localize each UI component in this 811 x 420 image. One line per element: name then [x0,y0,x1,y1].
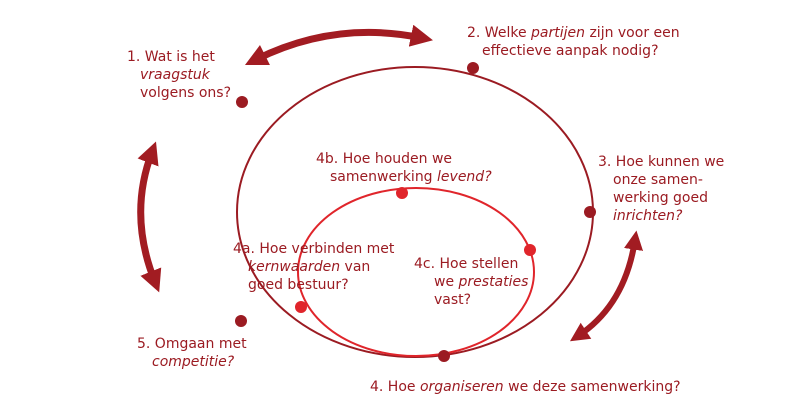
arrow-top [244,24,433,66]
node-q4c [524,244,536,256]
label-q5: 5. Omgaan met competitie? [137,335,247,371]
label-q1-line1: 1. Wat is het [127,49,215,65]
label-q4a-line3: goed bestuur? [248,277,349,293]
node-q2 [467,62,479,74]
label-q2-emph: partijen [531,25,585,41]
label-q4-suffix: we deze samenwerking? [503,379,681,395]
label-q3-line4: inrichten? [613,208,683,224]
label-q4a: 4a. Hoe verbinden met kernwaarden van go… [233,240,394,294]
label-q4b-emph: levend? [437,169,492,185]
outer-cycle-ellipse [236,66,594,358]
label-q4b: 4b. Hoe houden we samenwerking levend? [316,150,492,186]
label-q3-line1: 3. Hoe kunnen we [598,154,725,170]
node-q4 [438,350,450,362]
inner-cycle-ellipse [297,187,535,357]
node-q3 [584,206,596,218]
label-q4c-emph: prestaties [458,274,529,290]
label-q1-line2: vraagstuk [140,67,210,83]
label-q4a-line1: 4a. Hoe verbinden met [233,241,395,257]
label-q4-emph: organiseren [419,379,504,395]
label-q2-prefix: 2. Welke [467,25,532,41]
label-q4: 4. Hoe organiseren we deze samenwerking? [370,378,681,396]
arrow-right [569,230,644,342]
label-q5-line1: 5. Omgaan met [137,336,247,352]
label-q4b-line1: 4b. Hoe houden we [316,151,453,167]
label-q2: 2. Welke partijen zijn voor een effectie… [467,24,680,60]
label-q4b-line2-start: samenwerking [330,169,438,185]
label-q1-line3: volgens ons? [140,85,232,101]
node-q5 [235,315,247,327]
label-q4c-line2-start: we [434,274,459,290]
label-q2-suffix: zijn voor een [585,25,680,41]
label-q4c-line1: 4c. Hoe stellen [414,256,519,272]
label-q1: 1. Wat is het vraagstuk volgens ons? [127,48,231,102]
node-q1 [236,96,248,108]
node-q4b [396,187,408,199]
label-q3: 3. Hoe kunnen we onze samen- werking goe… [598,153,724,225]
label-q2-line2: effectieve aanpak nodig? [482,43,659,59]
label-q4c: 4c. Hoe stellen we prestaties vast? [414,255,528,309]
node-q4a [295,301,307,313]
label-q5-line2: competitie? [152,354,235,370]
label-q4-prefix: 4. Hoe [370,379,420,395]
arrow-left [137,141,162,293]
label-q4a-line2-rest: van [340,259,371,275]
label-q4c-line3: vast? [434,292,472,308]
label-q3-line2: onze samen- [613,172,703,188]
label-q4a-emph: kernwaarden [248,259,341,275]
label-q3-line3: werking goed [613,190,708,206]
